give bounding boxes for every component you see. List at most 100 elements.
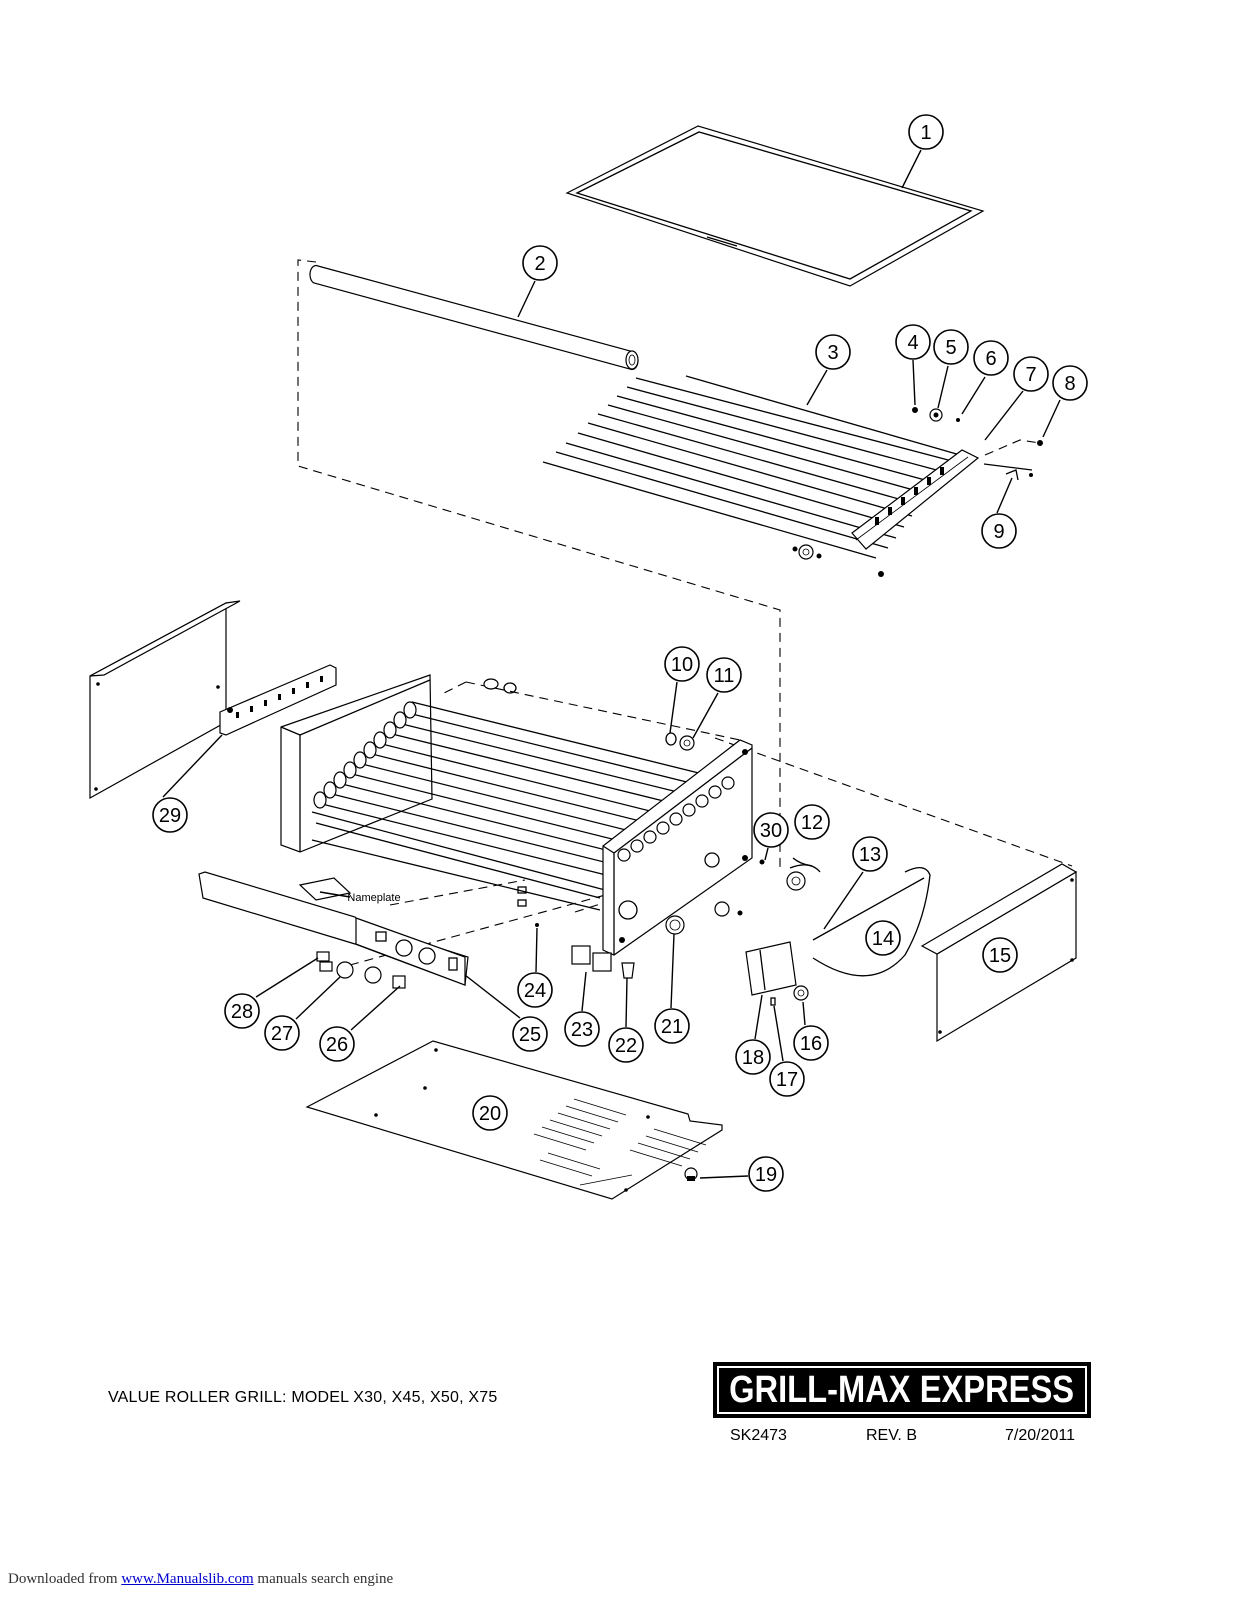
callout-number: 9: [993, 521, 1004, 543]
callout-16: 16: [793, 1025, 829, 1061]
callout-number: 5: [945, 337, 956, 359]
callout-number: 27: [271, 1023, 293, 1045]
callout-17: 17: [769, 1061, 805, 1097]
callout-number: 8: [1064, 373, 1075, 395]
callout-15: 15: [982, 937, 1018, 973]
callout-circle: [1052, 365, 1088, 401]
callout-number: 13: [859, 844, 881, 866]
callout-3: 3: [815, 334, 851, 370]
exploded-parts-diagram: Nameplate 123456789101112131415161718192…: [89, 114, 1088, 1200]
callout-circle: [512, 1016, 548, 1052]
callout-circle: [982, 937, 1018, 973]
callout-9: 9: [981, 513, 1017, 549]
part-bottom-plate: [305, 1040, 723, 1200]
callout-7: 7: [1013, 356, 1049, 392]
manualslib-link[interactable]: www.Manualslib.com: [121, 1571, 254, 1587]
callout-circle: [1013, 356, 1049, 392]
callout-number: 22: [615, 1035, 637, 1057]
callout-number: 19: [755, 1164, 777, 1186]
callout-29: 29: [152, 797, 188, 833]
callout-11: 11: [706, 657, 742, 693]
callout-8: 8: [1052, 365, 1088, 401]
callout-circle: [769, 1061, 805, 1097]
callout-circle: [152, 797, 188, 833]
callout-circle: [522, 245, 558, 281]
part-roller-tube: [309, 264, 639, 371]
callout-circle: [319, 1026, 355, 1062]
callout-number: 20: [479, 1103, 501, 1125]
callout-23: 23: [564, 1011, 600, 1047]
part-drive-assembly: [714, 859, 931, 1006]
callout-number: 10: [671, 654, 693, 676]
brand-logo-text: GRILL-MAX EXPRESS: [729, 1368, 1075, 1411]
callout-10: 10: [664, 646, 700, 682]
callout-circle: [706, 657, 742, 693]
revision-date: 7/20/2011: [1005, 1427, 1075, 1444]
callout-number: 26: [326, 1034, 348, 1056]
callout-circle: [794, 804, 830, 840]
callout-circle: [654, 1008, 690, 1044]
callout-number: 1: [920, 122, 931, 144]
callout-circle: [865, 920, 901, 956]
callout-circle: [753, 812, 789, 848]
model-caption: VALUE ROLLER GRILL: MODEL X30, X45, X50,…: [108, 1389, 498, 1406]
callout-circle: [735, 1039, 771, 1075]
body-rollers: [313, 701, 728, 882]
part-hardware-right: [912, 407, 1043, 481]
callout-22: 22: [608, 1027, 644, 1063]
leader-lines: [162, 149, 1061, 1179]
callout-number: 30: [760, 820, 782, 842]
callout-number: 29: [159, 805, 181, 827]
callout-6: 6: [973, 340, 1009, 376]
callout-number: 24: [524, 980, 546, 1002]
part-roller-rods: [542, 375, 980, 577]
callout-number: 21: [661, 1016, 683, 1038]
part-top-panel: [565, 125, 985, 287]
sheet-number: SK2473: [730, 1427, 787, 1444]
callout-circle: [564, 1011, 600, 1047]
callout-number: 28: [231, 1001, 253, 1023]
callout-circle: [224, 993, 260, 1029]
callout-27: 27: [264, 1015, 300, 1051]
callout-30: 30: [753, 812, 789, 848]
callout-circle: [517, 972, 553, 1008]
callout-circle: [664, 646, 700, 682]
callout-20: 20: [472, 1095, 508, 1131]
callout-14: 14: [865, 920, 901, 956]
callout-number: 6: [985, 348, 996, 370]
callout-number: 11: [714, 665, 735, 687]
callout-19: 19: [748, 1156, 784, 1192]
callout-circle: [852, 836, 888, 872]
callout-number: 12: [801, 812, 823, 834]
callout-circle: [981, 513, 1017, 549]
callout-26: 26: [319, 1026, 355, 1062]
callout-18: 18: [735, 1039, 771, 1075]
callout-number: 7: [1025, 364, 1036, 386]
callout-circle: [748, 1156, 784, 1192]
callout-28: 28: [224, 993, 260, 1029]
callout-5: 5: [933, 329, 969, 365]
callout-number: 17: [776, 1069, 798, 1091]
callout-number: 25: [519, 1024, 541, 1046]
brand-logo: GRILL-MAX EXPRESS: [713, 1362, 1091, 1418]
nameplate-label: Nameplate: [347, 892, 400, 904]
callout-circle: [793, 1025, 829, 1061]
callout-number: 15: [989, 945, 1011, 967]
callout-24: 24: [517, 972, 553, 1008]
callout-1: 1: [908, 114, 944, 150]
callout-21: 21: [654, 1008, 690, 1044]
callout-circle: [895, 324, 931, 360]
callout-number: 3: [827, 342, 838, 364]
callout-number: 14: [872, 928, 894, 950]
callout-circle: [608, 1027, 644, 1063]
download-prefix: Downloaded from: [8, 1571, 122, 1587]
callout-circle: [908, 114, 944, 150]
callout-12: 12: [794, 804, 830, 840]
callout-4: 4: [895, 324, 931, 360]
callout-25: 25: [512, 1016, 548, 1052]
part-left-side-panel: [89, 600, 337, 800]
callout-circle: [933, 329, 969, 365]
callout-circle: [973, 340, 1009, 376]
part-main-body: [280, 674, 753, 956]
